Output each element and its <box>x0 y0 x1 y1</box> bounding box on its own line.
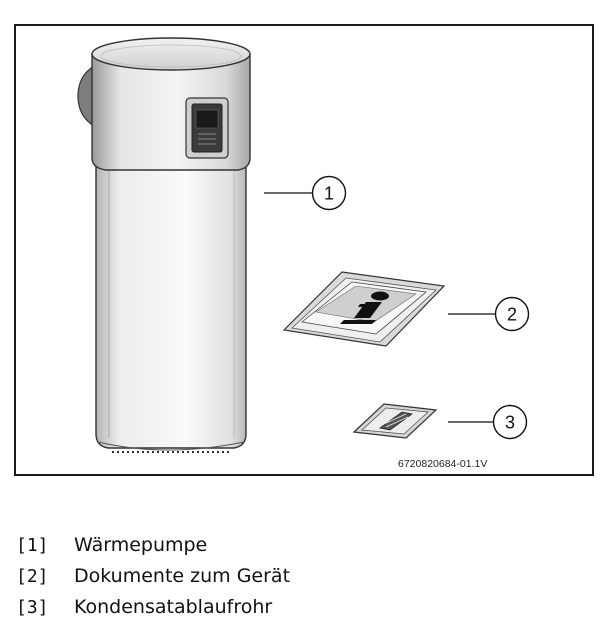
legend-number: [3] <box>16 597 49 618</box>
legend-list: [1] Wärmepumpe [2] Dokumente zum Gerät [3]… <box>16 530 596 623</box>
legend-label: Dokumente zum Gerät <box>74 565 291 587</box>
documents-illustration <box>282 271 446 347</box>
figure-id-label: 6720820684-01.1V <box>398 458 487 470</box>
heat-pump-illustration <box>77 37 251 453</box>
callout-2: 2 <box>448 296 530 332</box>
legend-item-2: [2] Dokumente zum Gerät <box>16 561 596 592</box>
legend-number: [1] <box>16 535 49 556</box>
svg-text:2: 2 <box>507 305 517 325</box>
legend-item-3: [3] Kondensatablaufrohr <box>16 592 596 623</box>
svg-text:1: 1 <box>324 184 334 204</box>
legend-label: Wärmepumpe <box>74 534 208 556</box>
legend-number: [2] <box>16 566 49 587</box>
callout-3: 3 <box>448 404 528 440</box>
legend-item-1: [1] Wärmepumpe <box>16 530 596 561</box>
condensate-drain-illustration <box>352 403 438 439</box>
callout-1: 1 <box>264 175 347 211</box>
figure-frame: 1 2 3 6720820684-01.1V <box>14 24 594 476</box>
scope-of-delivery-diagram: 1 2 3 6720820684-01.1V <box>77 37 530 470</box>
legend-label: Kondensatablaufrohr <box>74 596 273 618</box>
info-icon <box>340 291 389 324</box>
svg-text:3: 3 <box>505 413 515 433</box>
